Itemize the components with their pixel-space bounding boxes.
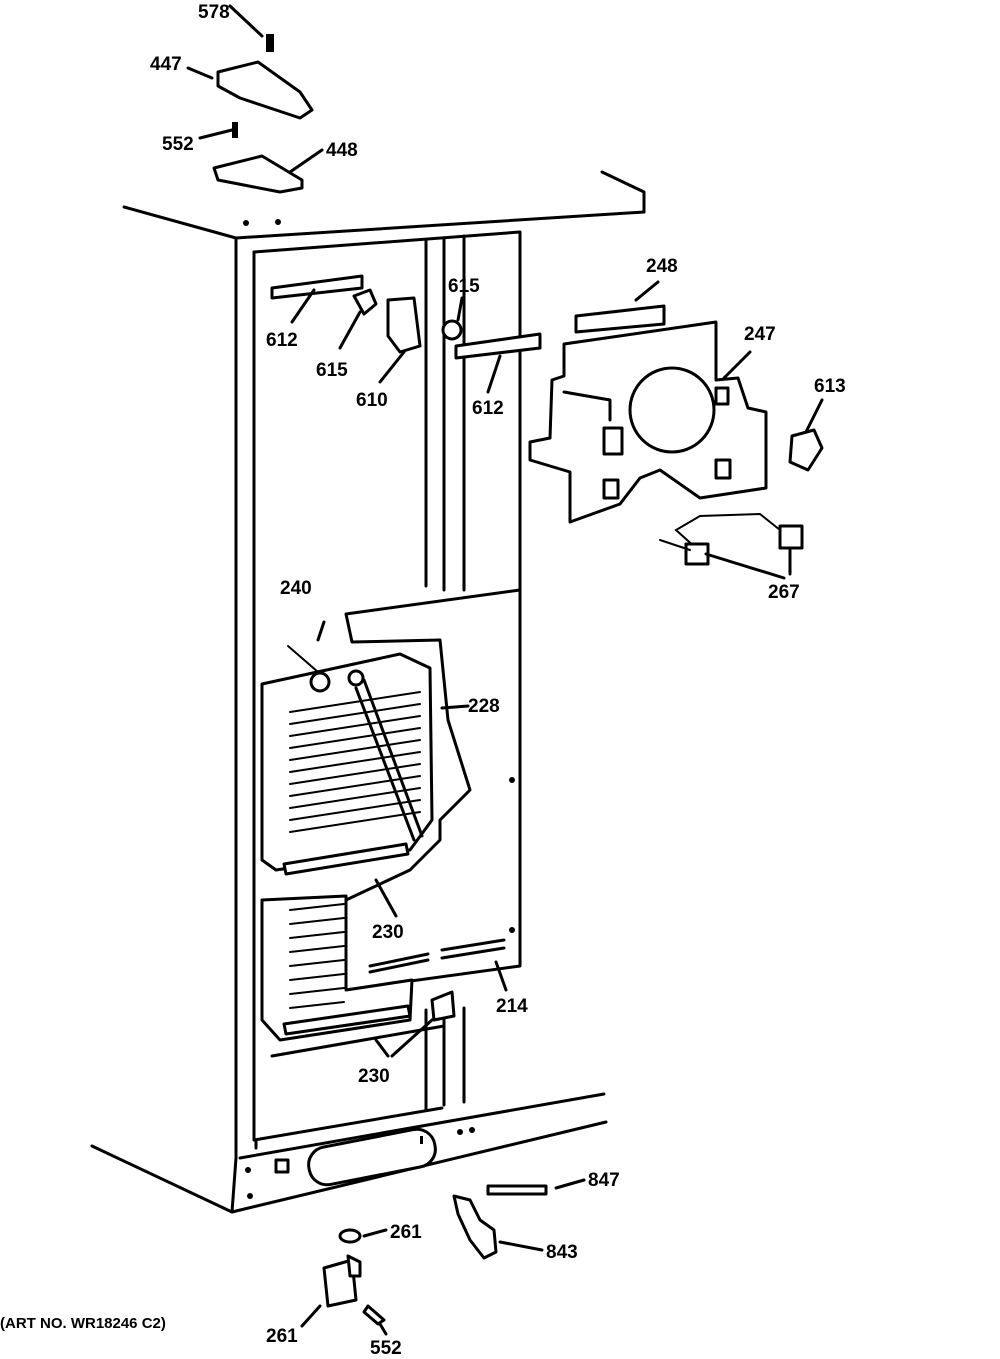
label-214: 214 bbox=[496, 996, 528, 1017]
upper-brackets bbox=[270, 274, 542, 394]
art-number-note: (ART NO. WR18246 C2) bbox=[0, 1315, 166, 1332]
label-612-left: 612 bbox=[266, 330, 298, 351]
lower-coil-fins bbox=[289, 903, 345, 1009]
label-615-left: 615 bbox=[316, 360, 348, 381]
evaporator-assembly bbox=[260, 588, 522, 1058]
label-610: 610 bbox=[356, 390, 388, 411]
label-552-bottom: 552 bbox=[370, 1338, 402, 1359]
label-240: 240 bbox=[280, 578, 312, 599]
label-847: 847 bbox=[588, 1170, 620, 1191]
label-552-top: 552 bbox=[162, 134, 194, 155]
wire-harness-267 bbox=[659, 512, 804, 580]
label-228: 228 bbox=[468, 696, 500, 717]
upper-coil-fins bbox=[289, 691, 421, 833]
top-hinge-assembly bbox=[186, 4, 324, 194]
label-615-right: 615 bbox=[448, 276, 480, 297]
bottom-hinge-parts bbox=[300, 1178, 586, 1336]
fan-housing-247 bbox=[528, 280, 768, 524]
fan-blade-613 bbox=[788, 398, 824, 472]
label-230-upper: 230 bbox=[372, 922, 404, 943]
label-612-right: 612 bbox=[472, 398, 504, 419]
label-447: 447 bbox=[150, 54, 182, 75]
label-578: 578 bbox=[198, 2, 230, 23]
label-248: 248 bbox=[646, 256, 678, 277]
label-247: 247 bbox=[744, 324, 776, 345]
label-613: 613 bbox=[814, 376, 846, 397]
part-labels: 578 447 552 448 248 247 615 615 612 612 … bbox=[150, 2, 846, 1359]
label-843: 843 bbox=[546, 1242, 578, 1263]
label-261-upper: 261 bbox=[390, 1222, 422, 1243]
label-448: 448 bbox=[326, 140, 358, 161]
label-267: 267 bbox=[768, 582, 800, 603]
label-261-lower: 261 bbox=[266, 1326, 298, 1347]
label-230-lower: 230 bbox=[358, 1066, 390, 1087]
